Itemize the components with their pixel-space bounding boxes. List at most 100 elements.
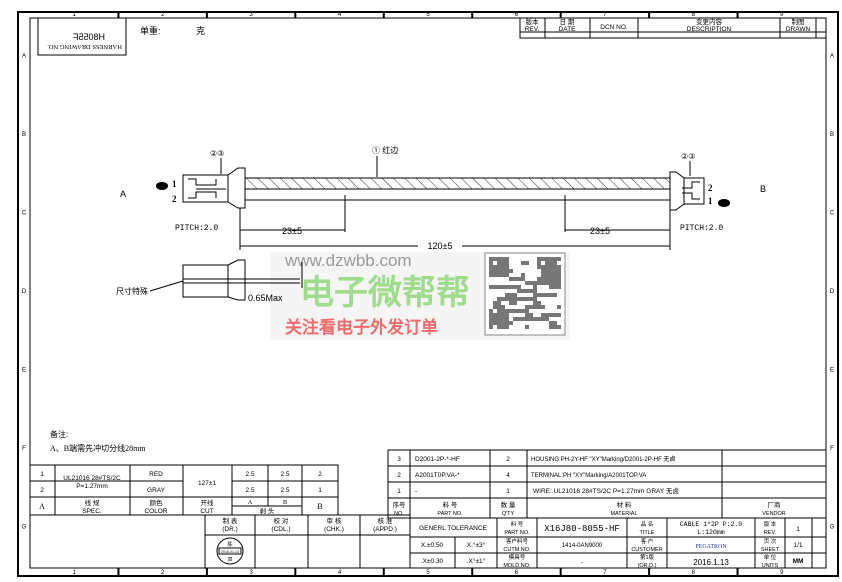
watermark-slogan: 关注看电子外发订单 xyxy=(285,317,438,337)
thickness-dimension: 0.65Max xyxy=(248,293,283,303)
qr-module xyxy=(553,277,557,281)
qr-module xyxy=(525,309,529,313)
gray-wire xyxy=(244,188,671,201)
qr-module xyxy=(521,273,525,277)
sheet-value: 1/1 xyxy=(793,542,802,549)
qr-module xyxy=(505,297,509,301)
qr-module xyxy=(489,257,493,261)
strip-b-header: B xyxy=(283,499,288,506)
mold-no-label-cn: 模具号 xyxy=(509,553,526,561)
qr-module xyxy=(505,325,509,329)
bom-no-header-cn: 序号 xyxy=(393,500,407,509)
row-label-left: D xyxy=(22,289,27,295)
qr-module xyxy=(501,265,505,269)
qr-module xyxy=(509,277,513,281)
date-label: (OR.D.) xyxy=(638,563,657,569)
qr-module xyxy=(497,313,501,317)
harness-top-view: A B 1 2 2 1 ②③ ②③ ① 红边 PITCH:2.0 PITCH:2… xyxy=(120,145,766,251)
qr-module xyxy=(553,285,557,289)
drawing-number-label: HARNESS DRAWING NO. xyxy=(47,43,122,50)
qr-module xyxy=(533,285,537,289)
wire-end: 2 xyxy=(318,471,322,478)
qr-module xyxy=(505,269,509,273)
qr-module xyxy=(549,273,553,277)
wire-table: 1 2 UL21016 28#TS/2C P=1.27mm RED GRAY 1… xyxy=(29,464,339,516)
rev-header: REV. xyxy=(525,26,540,33)
qr-module xyxy=(533,317,537,321)
qr-module xyxy=(505,293,509,297)
qr-module xyxy=(493,269,497,273)
bom-no: 3 xyxy=(397,456,401,463)
zone-label-top: 3 xyxy=(249,12,253,18)
weight-unit: 克 xyxy=(196,26,205,36)
qr-module xyxy=(489,261,493,265)
title-label-cn: 品 名 xyxy=(641,520,654,528)
qr-module xyxy=(557,269,561,273)
qr-module xyxy=(497,317,501,321)
row-label-right: B xyxy=(830,132,834,138)
qr-module xyxy=(537,317,541,321)
qr-module xyxy=(497,257,501,261)
qr-module xyxy=(557,325,561,329)
approval-stamp: 陈 2016-01-13 双 xyxy=(216,537,244,565)
pin-label: 1 xyxy=(172,179,177,189)
qr-module xyxy=(537,257,541,261)
qr-module xyxy=(557,277,561,281)
qr-module xyxy=(557,285,561,289)
customer-part-number: 1414-0AN9000 xyxy=(562,543,603,549)
qr-module xyxy=(553,257,557,261)
qr-module xyxy=(505,265,509,269)
qr-module xyxy=(501,273,505,277)
qr-module xyxy=(517,297,521,301)
qr-module xyxy=(501,305,505,309)
qr-module xyxy=(513,317,517,321)
zone-label-top: 4 xyxy=(338,12,342,18)
zone-label-bottom: 4 xyxy=(338,570,342,576)
pointer-hand-icon xyxy=(156,182,168,190)
drawn-header-cn: 制图 xyxy=(792,17,805,26)
drawn-header: DRAWN xyxy=(786,26,811,33)
qr-module xyxy=(489,309,493,313)
strip-b: 2.5 xyxy=(280,487,289,494)
qr-module xyxy=(553,313,557,317)
sheet-label-cn: 页 次 xyxy=(764,537,777,545)
bom-part: D2001-2P-*-HF xyxy=(415,456,460,463)
qr-module xyxy=(541,317,545,321)
bom-material-header: MATERIAL xyxy=(610,511,637,517)
qr-module xyxy=(541,257,545,261)
row-label-right: C xyxy=(830,210,835,216)
qr-module xyxy=(501,317,505,321)
bom-vendor-header: VENDOR xyxy=(762,511,786,517)
zone-label-bottom: 8 xyxy=(692,570,696,576)
zone-label-bottom: 5 xyxy=(426,570,430,576)
outer-frame xyxy=(17,11,839,577)
qr-module xyxy=(497,269,501,273)
header-b: B xyxy=(317,502,322,511)
wire-cut-length: 127±1 xyxy=(198,480,216,487)
qr-module xyxy=(529,317,533,321)
qr-module xyxy=(549,265,553,269)
qr-module xyxy=(533,293,537,297)
qr-module xyxy=(497,301,501,305)
row-label-left: A xyxy=(22,53,26,59)
bom-qty: 1 xyxy=(506,488,510,495)
bom-table: 3 D2001-2P-*-HF 2 HOUSING:PH-2Y-HF "XY"M… xyxy=(387,449,827,519)
qr-module xyxy=(501,261,505,265)
qr-module xyxy=(537,261,541,265)
stamp-date: 2016-01-13 xyxy=(221,550,239,554)
qr-module xyxy=(521,309,525,313)
wire-callout: ① 红边 xyxy=(372,145,398,155)
zone-label-top: 9 xyxy=(780,12,784,18)
units-label: UNITS xyxy=(762,563,779,569)
wire-end: 1 xyxy=(318,487,322,494)
approved-label-cn: 核 准 xyxy=(378,516,393,525)
qr-module xyxy=(505,317,509,321)
approved-label: (APPD.) xyxy=(373,526,397,533)
checked-label-cn: 校 对 xyxy=(274,516,289,525)
qr-module xyxy=(553,273,557,277)
qr-module xyxy=(537,305,541,309)
watermark: www.dzwbb.com 电子微帮帮 关注看电子外发订单 xyxy=(270,251,570,340)
zone-label-bottom: 6 xyxy=(515,570,519,576)
rev-header-cn: 版本 xyxy=(526,17,540,26)
strip-a: 2.5 xyxy=(245,487,254,494)
